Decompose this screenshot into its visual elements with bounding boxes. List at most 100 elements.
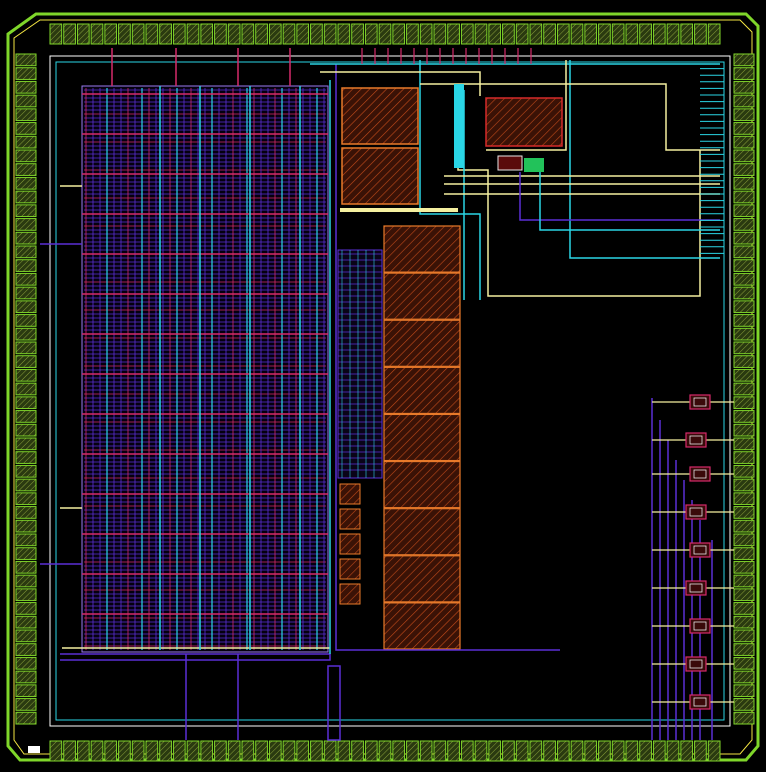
io-pad	[323, 740, 337, 762]
io-pad	[214, 740, 227, 762]
io-pad	[15, 67, 37, 80]
io-pad	[15, 464, 37, 478]
io-pad	[104, 740, 118, 762]
stack-macro	[383, 508, 461, 556]
io-pad	[502, 740, 515, 762]
io-pad	[268, 740, 282, 762]
io-pad	[733, 478, 755, 492]
io-pad	[733, 149, 755, 163]
io-pad	[200, 740, 214, 762]
route-wire	[320, 71, 481, 96]
io-pad	[733, 176, 755, 190]
io-cell-core	[693, 697, 707, 707]
small-macro	[339, 483, 361, 505]
io-cell-core	[689, 435, 703, 445]
io-pad	[131, 23, 145, 45]
io-cell	[685, 504, 707, 520]
io-pad	[707, 740, 721, 762]
io-pad	[733, 588, 755, 602]
io-pad	[15, 574, 37, 588]
io-pad	[63, 23, 76, 45]
io-pad	[460, 740, 474, 762]
io-pad	[15, 108, 37, 122]
io-pad	[296, 740, 310, 762]
route-wire	[327, 665, 341, 741]
io-pad	[15, 368, 37, 382]
io-pad	[652, 23, 666, 45]
io-cell	[689, 542, 711, 558]
io-pad	[90, 23, 104, 45]
io-pad	[733, 300, 755, 314]
io-pad	[419, 740, 433, 762]
io-pad	[159, 23, 172, 45]
io-pad	[433, 23, 447, 45]
io-pad	[186, 740, 200, 762]
io-pad	[227, 740, 241, 762]
small-macro	[339, 583, 361, 605]
io-pad	[76, 740, 90, 762]
io-pad	[172, 23, 186, 45]
io-pad	[351, 740, 364, 762]
stack-macro	[383, 225, 461, 273]
io-pad	[733, 574, 755, 588]
io-pad	[118, 23, 131, 45]
io-pad	[502, 23, 515, 45]
io-pad	[214, 23, 227, 45]
io-cell-core	[689, 507, 703, 517]
io-cell-core	[693, 621, 707, 631]
io-pad	[15, 506, 37, 519]
io-pad	[598, 23, 611, 45]
small-macro	[339, 558, 361, 580]
io-cell	[689, 466, 711, 482]
io-pad	[15, 53, 37, 67]
small-block	[497, 155, 523, 171]
io-pad	[733, 684, 755, 698]
io-pad	[15, 533, 37, 547]
io-pad	[15, 437, 37, 451]
io-pad	[488, 740, 502, 762]
io-pad	[611, 740, 625, 762]
io-pad	[474, 23, 488, 45]
route-wire	[419, 60, 481, 300]
io-pad	[733, 259, 755, 272]
io-pad	[733, 670, 755, 684]
io-pad	[15, 629, 37, 643]
io-pad	[15, 519, 37, 533]
io-pad	[733, 437, 755, 451]
io-pad	[488, 23, 502, 45]
io-pad	[543, 740, 556, 762]
io-pad	[15, 643, 37, 656]
io-pad	[392, 23, 406, 45]
io-pad	[625, 23, 639, 45]
io-pad	[15, 135, 37, 149]
io-pad	[15, 314, 37, 327]
route-wire	[569, 60, 720, 259]
io-pad	[15, 547, 37, 560]
io-pad	[255, 740, 268, 762]
io-pad	[378, 23, 392, 45]
pads-bottom	[49, 740, 721, 762]
io-pad	[392, 740, 406, 762]
power-strap	[340, 208, 458, 212]
io-pad	[733, 286, 755, 300]
io-pad	[145, 23, 159, 45]
io-pad	[310, 740, 323, 762]
io-pad	[529, 740, 543, 762]
io-pad	[570, 23, 584, 45]
io-pad	[733, 396, 755, 410]
io-pad	[118, 740, 131, 762]
io-pad	[15, 492, 37, 506]
io-pad	[652, 740, 666, 762]
io-pad	[433, 740, 447, 762]
corner-marker	[28, 746, 40, 753]
io-pad	[733, 314, 755, 327]
io-pad	[733, 698, 755, 711]
macro-column-stack	[383, 225, 461, 650]
io-pad	[666, 740, 680, 762]
io-cells	[652, 394, 734, 710]
io-pad	[15, 656, 37, 670]
io-pad	[15, 80, 37, 94]
io-pad	[694, 23, 707, 45]
io-pad	[447, 740, 460, 762]
io-pad	[474, 740, 488, 762]
